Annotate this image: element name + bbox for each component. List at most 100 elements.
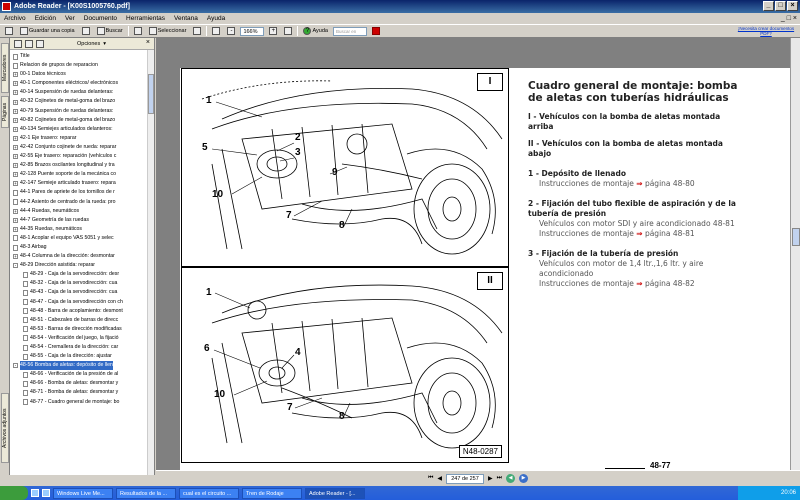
bookmark-item[interactable]: +40-14 Suspensión de ruedas delanteras: (10, 88, 154, 97)
bookmark-item[interactable]: +42-55 Eje trasero: reparación (vehículo… (10, 152, 154, 161)
taskbar-item[interactable]: cual es el circuito ... (179, 487, 239, 499)
expand-icon[interactable]: + (13, 208, 18, 214)
hand-tool-button[interactable] (132, 26, 144, 37)
start-button[interactable] (0, 486, 28, 500)
expand-icon[interactable]: + (13, 217, 18, 223)
expand-icon[interactable]: + (13, 254, 18, 260)
bookmark-item[interactable]: 48-29 - Caja de la servodirección: desr (10, 270, 154, 279)
bookmark-item[interactable]: 48-53 - Barras de dirección modificadas (10, 325, 154, 334)
zoom-out-button[interactable]: - (225, 26, 237, 37)
quicklaunch-icon[interactable] (31, 489, 39, 497)
options-menu[interactable]: Opciones (77, 40, 101, 47)
help-button[interactable]: ?Ayuda (301, 26, 330, 37)
bookmark-item[interactable]: +42-147 Semieje articulado trasero: repa… (10, 179, 154, 188)
bookmark-item[interactable]: +40-32 Cojinetes de metal-goma del brazo (10, 97, 154, 106)
bookmark-item[interactable]: 48-55 - Caja de la dirección: ajustar (10, 352, 154, 361)
next-view-icon[interactable]: ▶ (519, 474, 529, 483)
bookmark-item[interactable]: 48-3 Airbag (10, 243, 154, 252)
document-scrollbar-thumb[interactable] (792, 228, 800, 246)
print-button[interactable] (80, 26, 92, 37)
bookmark-item[interactable]: 48-51 - Cabezales de barras de direcc (10, 316, 154, 325)
menu-ayuda[interactable]: Ayuda (206, 15, 226, 22)
first-page-icon[interactable]: ⏮ (427, 475, 434, 481)
bookmark-item[interactable]: +00-1 Datos técnicos (10, 70, 154, 79)
select-tool-button[interactable]: Seleccionar (147, 26, 189, 37)
next-page-icon[interactable]: ▶ (488, 476, 493, 482)
acrobat-button[interactable] (370, 26, 382, 37)
menu-archivo[interactable]: Archivo (4, 15, 26, 22)
expand-icon[interactable]: + (13, 108, 18, 114)
bookmark-item[interactable]: 48-48 - Barra de acoplamiento: desmont (10, 307, 154, 316)
collapse-icon[interactable]: - (13, 263, 18, 269)
tab-bookmarks[interactable]: Marcadores (1, 43, 9, 93)
expand-icon[interactable]: + (13, 117, 18, 123)
new-bookmark-icon[interactable] (36, 39, 44, 48)
bookmark-item[interactable]: +42-1 Eje trasero: reparar (10, 134, 154, 143)
snapshot-button[interactable] (191, 26, 203, 37)
expand-icon[interactable]: + (13, 81, 18, 87)
bookmark-item[interactable]: 48-1 Acoplar el equipo VAS 5051 y selec (10, 234, 154, 243)
bookmark-item[interactable]: +42-42 Conjunto cojinete de rueda: repar… (10, 143, 154, 152)
expand-icon[interactable]: + (13, 72, 18, 78)
web-search-input[interactable]: Buscar en Web (332, 26, 367, 42)
taskbar-item[interactable]: Tren de Rodaje (242, 487, 302, 499)
create-pdf-link[interactable]: ¡Necesita crear documentos PDF? (737, 26, 795, 36)
panel-scrollbar[interactable] (147, 50, 154, 475)
bookmark-item[interactable]: 48-66 - Verificación de la presión de al (10, 370, 154, 379)
document-window-controls[interactable]: _ □ × (780, 15, 797, 22)
previous-view-icon[interactable]: ◀ (506, 474, 516, 483)
zoom-in-button[interactable]: + (267, 26, 279, 37)
bookmark-item[interactable]: 48-66 - Bomba de aletas: desmontar y (10, 379, 154, 388)
expand-icon[interactable]: + (13, 99, 18, 105)
expand-icon[interactable]: + (13, 144, 18, 150)
taskbar-item[interactable]: Resultados de la ... (116, 487, 176, 499)
bookmark-item[interactable]: +44-4 Ruedas, neumáticos (10, 207, 154, 216)
legend-item-detail[interactable]: Instrucciones de montaje ⇒ página 48-81 (539, 229, 695, 238)
find-button[interactable]: Buscar (95, 26, 125, 37)
bookmark-item[interactable]: 44-2 Asiento de centrado de la rueda: pr… (10, 198, 154, 207)
bookmark-item[interactable]: +48-4 Columna de la dirección: desmontar (10, 252, 154, 261)
taskbar-item-active[interactable]: Adobe Reader - [... (305, 487, 365, 499)
expand-icon[interactable]: + (13, 181, 18, 187)
quicklaunch-icon[interactable] (42, 489, 50, 497)
expand-icon[interactable]: + (13, 154, 18, 160)
bookmark-item[interactable]: +44-7 Geometría de las ruedas (10, 216, 154, 225)
delete-bookmark-icon[interactable] (25, 39, 33, 48)
bookmark-item[interactable]: +40-79 Suspensión de ruedas delanteras: (10, 107, 154, 116)
bookmark-item[interactable]: 44-1 Pares de apriete de los tornillos d… (10, 188, 154, 197)
close-button[interactable]: × (787, 1, 798, 11)
bookmark-item[interactable]: -48-56 Bomba de aletas: depósito de llen (10, 361, 154, 371)
legend-item-detail[interactable]: Instrucciones de montaje ⇒ página 48-80 (539, 179, 695, 188)
menu-ventana[interactable]: Ventana (174, 15, 198, 22)
maximize-button[interactable]: □ (775, 1, 786, 11)
bookmark-item[interactable]: +42-128 Puente soporte de la mecánica co (10, 170, 154, 179)
expand-icon[interactable]: + (13, 172, 18, 178)
zoom-tool-button[interactable] (210, 26, 222, 37)
bookmark-item[interactable]: 48-32 - Caja de la servodirección: cua (10, 279, 154, 288)
menu-herramientas[interactable]: Herramientas (126, 15, 166, 22)
bookmark-item[interactable]: +40-134 Semiejes articulados delanteros: (10, 125, 154, 134)
expand-icon[interactable]: + (13, 90, 18, 96)
bookmark-item[interactable]: 48-54 - Cremallera de la dirección: car (10, 343, 154, 352)
document-scrollbar[interactable] (790, 38, 800, 470)
expand-icon[interactable]: + (13, 163, 18, 169)
expand-icon[interactable]: + (13, 135, 18, 141)
menu-ver[interactable]: Ver (65, 15, 75, 22)
last-page-icon[interactable]: ⏭ (496, 475, 503, 481)
bookmark-item[interactable]: -48-29 Dirección asistida: reparar (10, 261, 154, 270)
menu-edicion[interactable]: Edición (34, 15, 57, 22)
zoom-level-field[interactable]: 166% (240, 26, 265, 36)
open-button[interactable] (3, 26, 15, 37)
menu-documento[interactable]: Documento (83, 15, 118, 22)
expand-icon[interactable]: + (13, 126, 18, 132)
bookmark-item[interactable]: Title (10, 52, 154, 61)
expand-icon[interactable]: + (13, 226, 18, 232)
bookmark-item[interactable]: 48-47 - Caja de la servodirección con ch (10, 298, 154, 307)
bookmark-item[interactable]: +40-82 Cojinetes de metal-goma del brazo (10, 116, 154, 125)
tab-pages[interactable]: Páginas (1, 96, 9, 128)
bookmark-item[interactable]: 48-77 - Cuadro general de montaje: bo (10, 398, 154, 407)
page-number-field[interactable]: 247 de 257 (446, 473, 484, 484)
bookmark-item[interactable]: Relacion de grupos de reparacion (10, 61, 154, 70)
close-panel-icon[interactable]: × (145, 39, 150, 46)
minimize-button[interactable]: _ (763, 1, 774, 11)
